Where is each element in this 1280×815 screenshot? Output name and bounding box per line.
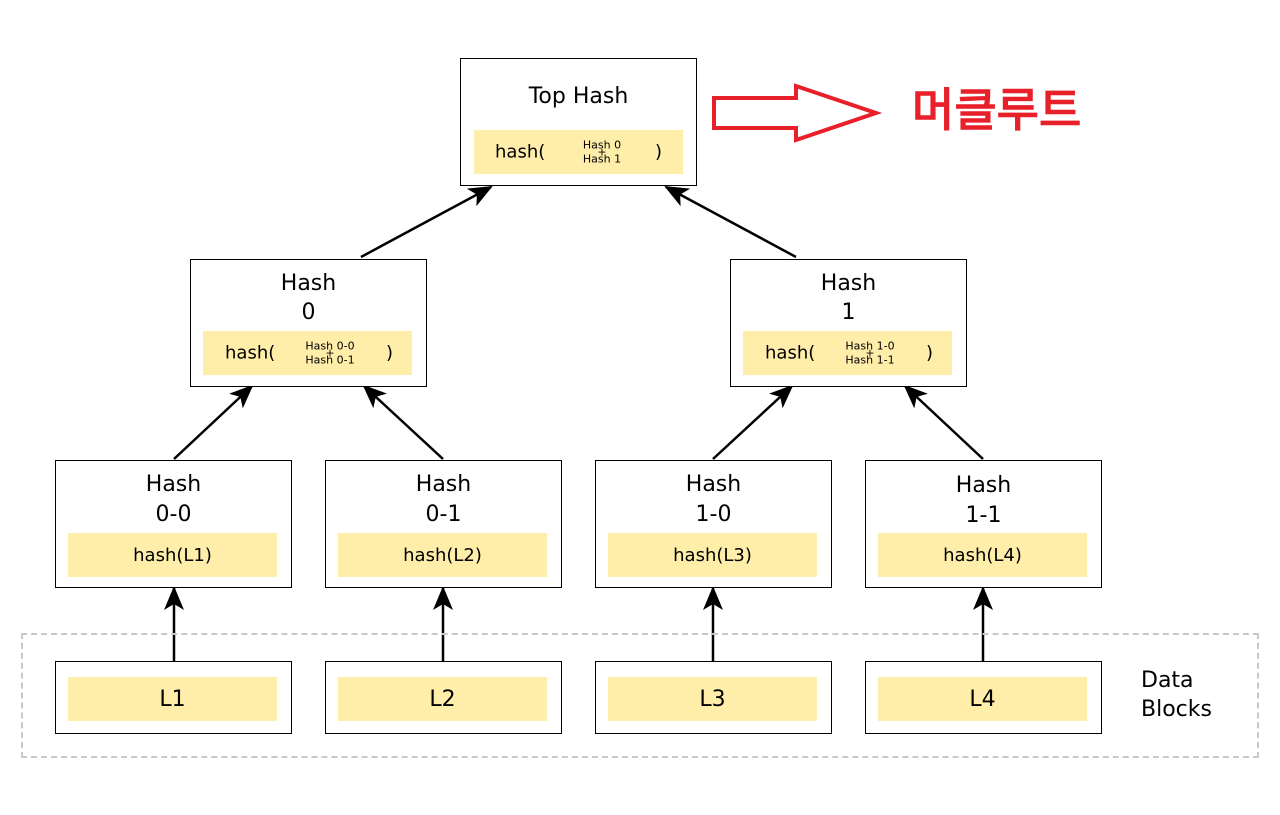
leaf-hash-text: hash(L1) (133, 544, 212, 566)
leaf-hash-text: hash(L2) (403, 544, 482, 566)
formula-suffix: ) (655, 141, 663, 163)
hash-1-0-title-line1: Hash (685, 472, 742, 497)
hash-0-1-title-line1: Hash (415, 472, 472, 497)
arrow-hash11-to-hash1 (903, 384, 984, 460)
hash-1-0-title-line2: 1-0 (695, 502, 732, 527)
formula-operands: Hash 0 + Hash 1 (580, 140, 624, 165)
formula-prefix: hash( (765, 342, 816, 364)
arrow-hash00-to-hash0 (173, 384, 254, 460)
data-blocks-label-line2: Blocks (1141, 697, 1212, 722)
hash-0-0-title-line1: Hash (145, 472, 202, 497)
data-block-text: L2 (429, 686, 456, 712)
formula-operands: Hash 1-0 + Hash 1-1 (843, 341, 897, 366)
leaf-hash-text: hash(L4) (943, 544, 1022, 566)
hash-1-node: Hash 1 hash( Hash 1-0 + Hash 1-1 ) (730, 259, 967, 387)
operand-top: Hash 0-0 (305, 339, 355, 353)
hash-0-node: Hash 0 hash( Hash 0-0 + Hash 0-1 ) (190, 259, 427, 387)
data-block-text: L1 (159, 686, 186, 712)
hash-1-1-node: Hash 1-1 hash(L4) (865, 460, 1102, 588)
hash-0-1-formula: hash(L2) (338, 533, 547, 577)
formula-suffix: ) (926, 342, 934, 364)
data-block-fill: L1 (68, 677, 277, 721)
merkle-root-annotation: 머클루트 (912, 83, 1082, 137)
hash-1-title-line2: 1 (841, 300, 856, 325)
top-hash-title: Top Hash (528, 84, 629, 109)
formula-prefix: hash( (495, 141, 546, 163)
operand-bottom: Hash 1 (582, 152, 622, 166)
operand-bottom: Hash 0-1 (305, 353, 355, 367)
arrow-hash01-to-hash0 (362, 384, 444, 460)
hash-1-title-line1: Hash (820, 271, 877, 296)
hash-1-0-node: Hash 1-0 hash(L3) (595, 460, 832, 588)
data-block-fill: L2 (338, 677, 547, 721)
data-block-l3: L3 (595, 661, 832, 734)
hash-1-0-formula: hash(L3) (608, 533, 817, 577)
operand-plus: + (865, 346, 875, 360)
data-block-text: L4 (969, 686, 996, 712)
hash-0-0-formula: hash(L1) (68, 533, 277, 577)
operand-bottom: Hash 1-1 (845, 353, 895, 367)
hash-1-1-formula: hash(L4) (878, 533, 1087, 577)
hash-0-0-node: Hash 0-0 hash(L1) (55, 460, 292, 588)
hash-0-title-line2: 0 (301, 300, 316, 325)
data-blocks-frame (21, 633, 1259, 758)
hash-0-1-title-line2: 0-1 (425, 502, 462, 527)
hash-1-1-title-line2: 1-1 (965, 503, 1002, 528)
arrow-hash0-to-top (360, 185, 493, 259)
arrow-hash10-to-hash1 (712, 384, 794, 460)
operand-top: Hash 0 (582, 138, 622, 152)
data-block-text: L3 (699, 686, 726, 712)
arrow-hash1-to-top (664, 185, 797, 259)
data-block-l2: L2 (325, 661, 562, 734)
hash-1-1-title-line1: Hash (955, 473, 1012, 498)
hash-0-formula: hash( Hash 0-0 + Hash 0-1 ) (203, 331, 412, 375)
formula-suffix: ) (386, 342, 394, 364)
data-blocks-label: Data Blocks (1141, 666, 1212, 724)
operand-plus: + (597, 145, 607, 159)
leaf-hash-text: hash(L3) (673, 544, 752, 566)
data-block-l1: L1 (55, 661, 292, 734)
operand-plus: + (325, 346, 335, 360)
data-block-fill: L3 (608, 677, 817, 721)
hash-0-title-line1: Hash (280, 271, 337, 296)
hash-0-1-node: Hash 0-1 hash(L2) (325, 460, 562, 588)
top-hash-node: Top Hash hash( Hash 0 + Hash 1 ) (460, 58, 697, 186)
data-block-fill: L4 (878, 677, 1087, 721)
formula-operands: Hash 0-0 + Hash 0-1 (303, 341, 357, 366)
formula-prefix: hash( (225, 342, 276, 364)
merkle-root-pointer-arrow (712, 83, 883, 143)
data-blocks-label-line1: Data (1141, 668, 1194, 693)
operand-top: Hash 1-0 (845, 339, 895, 353)
hash-1-formula: hash( Hash 1-0 + Hash 1-1 ) (743, 331, 952, 375)
data-block-l4: L4 (865, 661, 1102, 734)
top-hash-formula: hash( Hash 0 + Hash 1 ) (474, 130, 683, 174)
hash-0-0-title-line2: 0-0 (155, 502, 192, 527)
